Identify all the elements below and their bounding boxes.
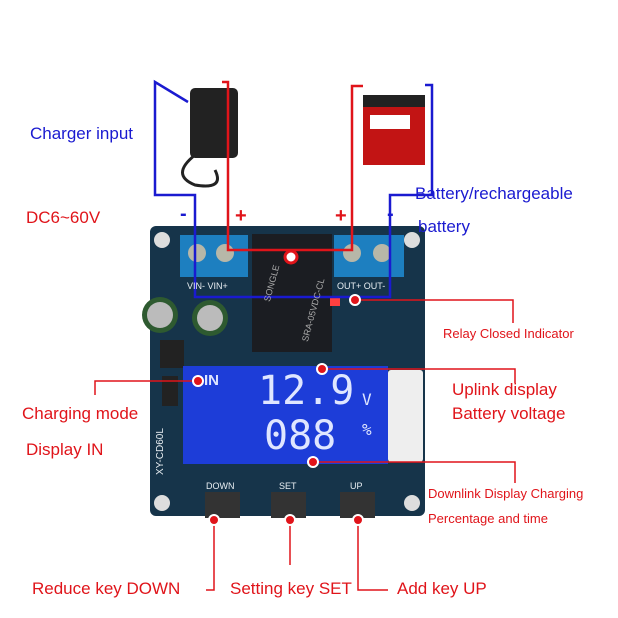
dc-range-label: DC6~60V [26,208,101,227]
inductor [160,340,184,368]
charger-device [190,88,238,158]
terminal-screw [373,244,391,262]
battery-label-1: Battery/rechargeable [415,184,573,203]
mount-hole [154,495,170,511]
marker-dot [349,294,361,306]
output-minus-sign: - [387,203,394,225]
uplink-label-1: Uplink display [452,380,557,399]
button-set-label: SET [279,481,297,491]
input-plus-sign: + [235,205,247,227]
marker-dot [307,456,319,468]
charging-mode-leader [94,380,198,395]
charger-input-label: Charger input [30,124,134,143]
relay-led [330,298,340,306]
input-minus-sign: - [180,203,187,225]
downlink-label-1: Downlink Display Charging [428,486,584,501]
lcd-voltage-unit: V [362,390,372,409]
terminal-out-label: OUT+ OUT- [337,281,386,291]
downlink-leader [313,461,516,483]
setting-key-label: Setting key SET [230,579,352,598]
button-up[interactable] [340,492,375,518]
marker-dot [352,514,364,526]
lcd-backlight-tab [388,370,423,462]
mount-hole [154,232,170,248]
terminal-screw [216,244,234,262]
button-up-label: UP [350,481,363,491]
terminal-screw [343,244,361,262]
marker-dot [208,514,220,526]
add-key-label: Add key UP [397,579,487,598]
output-plus-sign: + [335,205,347,227]
lcd-percent-unit: % [362,420,372,439]
button-down-label: DOWN [206,481,235,491]
button-down[interactable] [205,492,240,518]
reduce-key-label: Reduce key DOWN [32,579,181,598]
down-leader [206,520,215,591]
diode [162,376,178,406]
charger-cable [181,153,219,188]
up-leader [357,520,388,591]
button-set[interactable] [271,492,306,518]
battery-label-2: battery [418,217,470,236]
relay-contact-marker [283,249,299,265]
lcd-percent: 088 [264,413,337,459]
terminal-in-label: VIN- VIN+ [187,281,228,291]
lcd-screen [183,366,388,464]
marker-dot [192,375,204,387]
mount-hole [404,495,420,511]
terminal-screw [188,244,206,262]
charging-mode-label-2: Display IN [26,440,104,459]
charging-mode-label-1: Charging mode [22,404,139,423]
marker-dot [284,514,296,526]
board-model: XY-CD60L [155,428,166,475]
marker-dot [316,363,328,375]
negative-wire [153,79,434,299]
mount-hole [404,232,420,248]
lcd-voltage: 12.9 [258,368,355,414]
downlink-label-2: Percentage and time [428,511,548,526]
relay-indicator-label: Relay Closed Indicator [443,326,574,341]
battery-device [363,105,425,165]
positive-wire [222,80,363,252]
uplink-leader [322,368,516,383]
lcd-mode: IN [204,372,219,389]
uplink-label-2: Battery voltage [452,404,566,423]
relay-indicator-leader [355,299,514,323]
